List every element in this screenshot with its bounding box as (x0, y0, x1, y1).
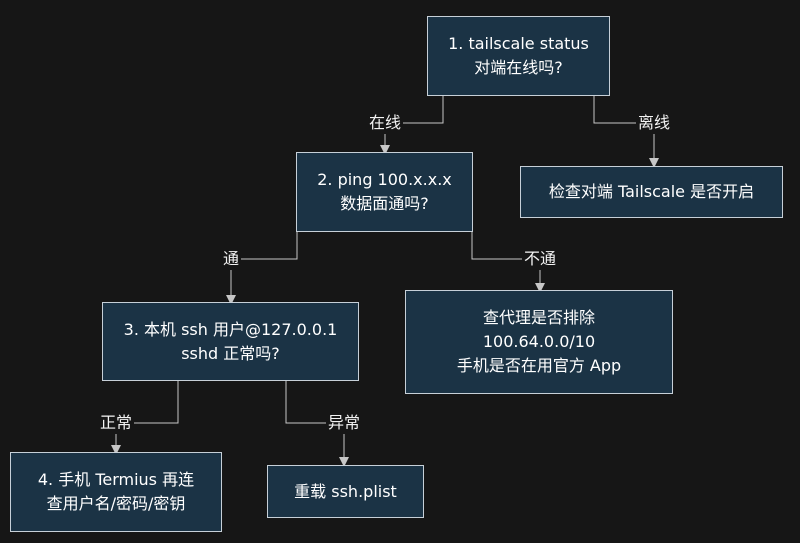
node-line: 3. 本机 ssh 用户@127.0.0.1 (123, 319, 338, 339)
node-line: 重载 ssh.plist (294, 481, 397, 501)
node-tailscale-status: 1. tailscale status 对端在线吗? (427, 16, 610, 96)
node-local-ssh-check: 3. 本机 ssh 用户@127.0.0.1 sshd 正常吗? (102, 302, 359, 381)
edge-abnormal (285, 381, 349, 467)
node-line: 4. 手机 Termius 再连 (37, 470, 195, 489)
edge-label-reachable: 通 (220, 248, 242, 270)
edge-label-normal: 正常 (97, 412, 135, 434)
edge-label-abnormal: 异常 (325, 412, 363, 434)
edge-label-online: 在线 (366, 112, 404, 134)
node-line: 100.64.0.0/10 (482, 332, 596, 351)
node-line: 检查对端 Tailscale 是否开启 (548, 182, 755, 201)
node-line: 对端在线吗? (474, 58, 563, 77)
edge-online (380, 96, 444, 155)
node-line: 查代理是否排除 (482, 308, 595, 327)
edge-unreachable (471, 232, 545, 293)
edge-offline (593, 96, 659, 168)
node-line: 1. tailscale status (448, 34, 589, 53)
node-reload-plist: 重载 ssh.plist (267, 465, 424, 518)
node-proxy-check: 查代理是否排除 100.64.0.0/10 手机是否在用官方 App (405, 290, 673, 394)
node-check-peer: 检查对端 Tailscale 是否开启 (520, 166, 783, 218)
node-line: sshd 正常吗? (181, 343, 280, 363)
node-line: 手机是否在用官方 App (456, 356, 622, 375)
node-line: 2. ping 100.x.x.x (317, 170, 452, 189)
node-line: 查用户名/密码/密钥 (46, 494, 186, 513)
node-termius-reconnect: 4. 手机 Termius 再连 查用户名/密码/密钥 (10, 452, 222, 532)
node-ping-check: 2. ping 100.x.x.x 数据面通吗? (296, 152, 473, 232)
edge-reachable (226, 232, 298, 305)
edge-label-unreachable: 不通 (521, 248, 559, 270)
edge-normal (111, 381, 179, 455)
edge-label-offline: 离线 (635, 112, 673, 134)
node-line: 数据面通吗? (340, 194, 429, 213)
